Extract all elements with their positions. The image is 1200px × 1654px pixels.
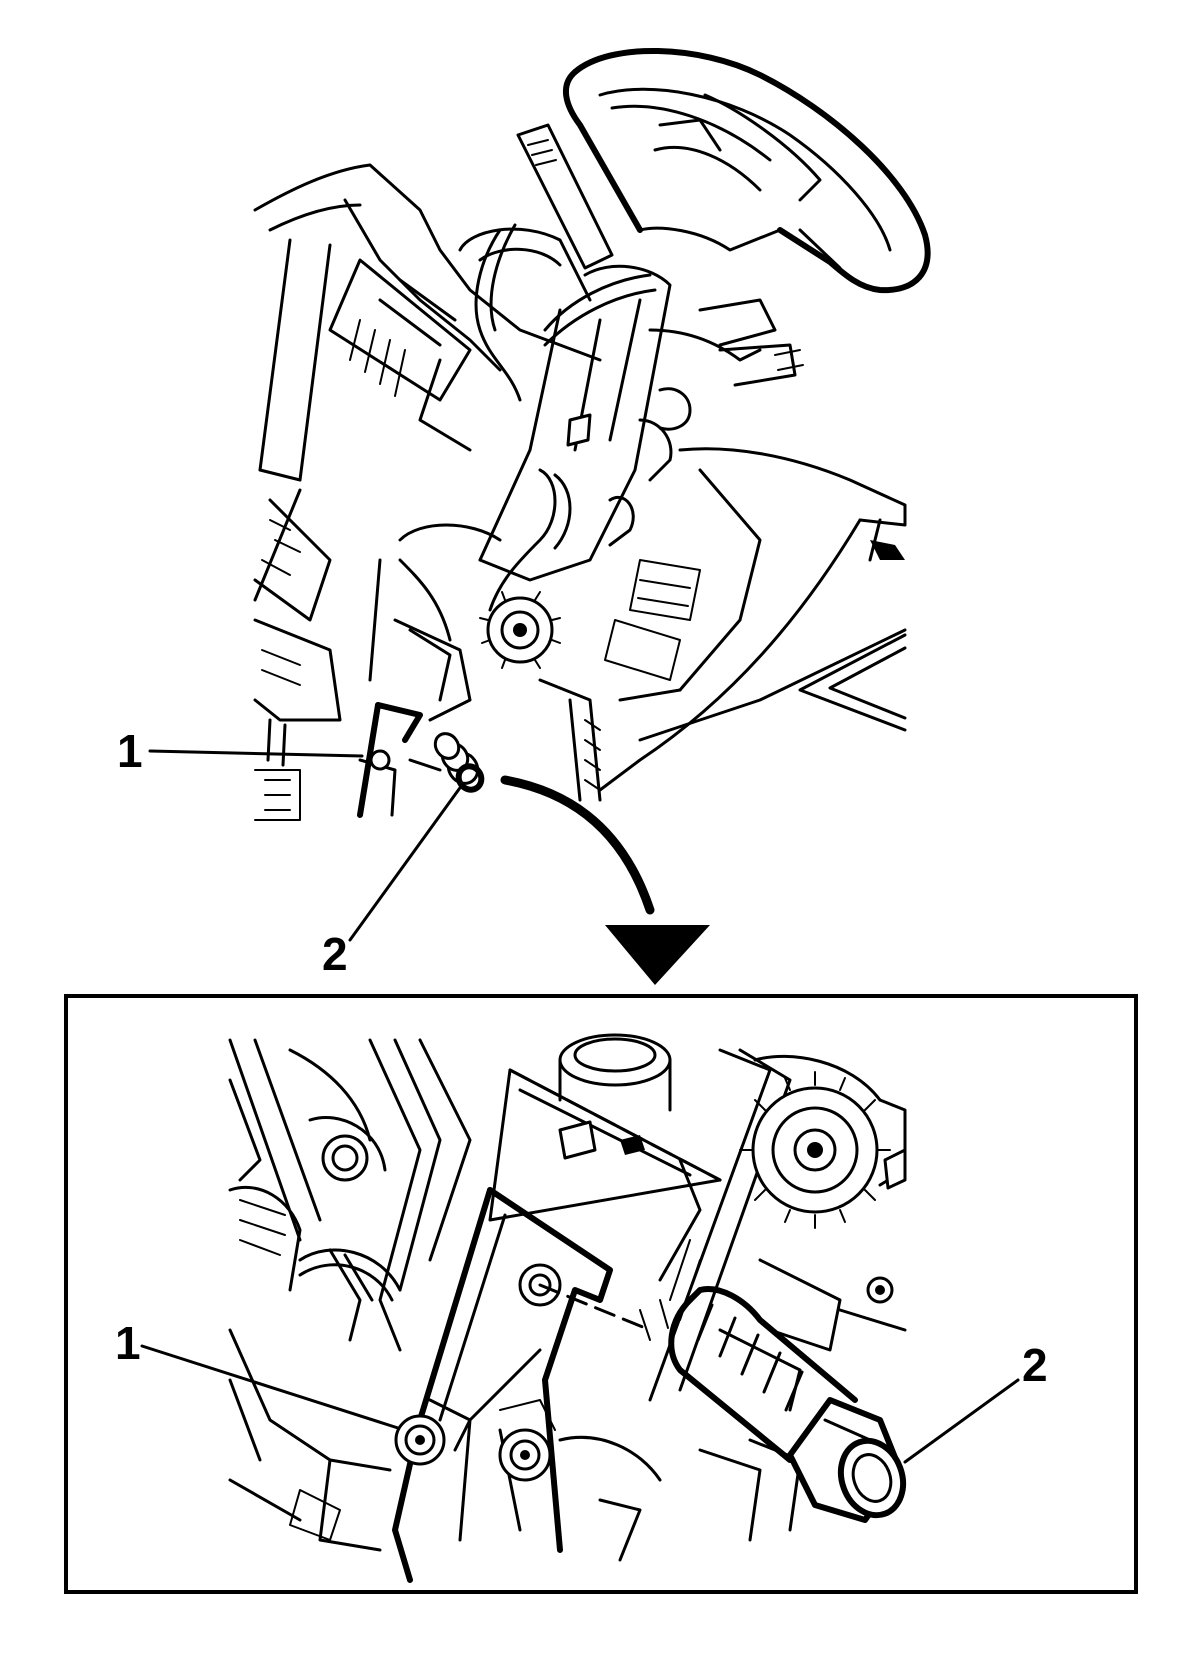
overview-bracket xyxy=(357,618,472,818)
detail-illustration xyxy=(140,1033,1020,1583)
steering-wheel xyxy=(562,47,931,294)
detail-callout-2: 2 xyxy=(1022,1339,1048,1391)
detail-callout-1: 1 xyxy=(115,1317,141,1369)
column-gear-area xyxy=(368,523,602,802)
overview-callout-1: 1 xyxy=(117,725,143,777)
turn-signal-stalk xyxy=(516,123,614,270)
steering-column xyxy=(478,264,804,582)
overview-callout-2: 2 xyxy=(322,928,348,980)
detail-bracket xyxy=(392,1187,669,1583)
knee-bolster-panel xyxy=(598,447,907,792)
overview-callout-1-leader xyxy=(148,749,364,758)
overview-bolt xyxy=(433,732,485,793)
overview-illustration xyxy=(148,47,931,942)
detail-inset-frame xyxy=(64,994,1138,1594)
instrument-panel-frame xyxy=(253,163,602,821)
detail-callout-1-leader xyxy=(140,1344,400,1430)
zoom-arrow xyxy=(500,775,710,985)
detail-bolt xyxy=(668,1286,907,1523)
wiring-harness xyxy=(474,223,657,612)
overview-callout-2-leader xyxy=(348,783,464,942)
detail-callout-2-leader xyxy=(903,1378,1020,1464)
